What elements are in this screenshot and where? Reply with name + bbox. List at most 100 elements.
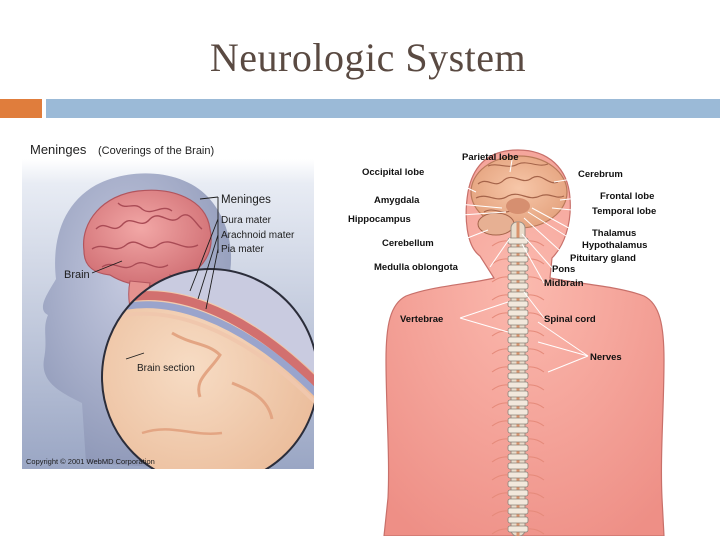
label-pons: Pons [552,264,575,275]
label-pia-mater: Pia mater [221,244,264,255]
nervous-system-svg: Parietal lobe Occipital lobe Cerebrum Am… [348,149,665,536]
vertebra [507,309,529,317]
nerve-branch [491,528,509,535]
nerve-branch [491,366,509,373]
label-arachnoid-mater: Arachnoid mater [221,230,295,241]
vertebra [507,480,529,488]
meninges-subheading: (Coverings of the Brain) [98,145,214,157]
label-vertebrae: Vertebrae [400,314,443,325]
nerve-branch [491,492,509,499]
nerve-branch [491,258,509,265]
nerve-branch [491,330,509,337]
nerve-branch [527,294,545,301]
vertebra [507,435,529,443]
label-nerves: Nerves [590,352,622,363]
nerve-branch [527,456,545,463]
vertebra [507,372,529,380]
nerve-branch [491,474,509,481]
vertebra [507,507,529,515]
vertebra [507,516,529,524]
nervous-system-illustration: Parietal lobe Occipital lobe Cerebrum Am… [342,146,692,536]
vertebra [507,336,529,344]
nerve-branch [491,510,509,517]
vertebra [507,300,529,308]
nerve-branch [491,420,509,427]
label-frontal-lobe: Frontal lobe [600,191,654,202]
label-cerebrum: Cerebrum [578,169,623,180]
accent-bar-blue [46,99,720,118]
label-parietal-lobe: Parietal lobe [462,152,519,163]
vertebra [507,246,529,254]
label-occipital-lobe: Occipital lobe [362,167,424,178]
vertebra [507,282,529,290]
nerve-branch [527,438,545,445]
vertebra [507,264,529,272]
label-meninges: Meninges [221,194,271,206]
vertebra [507,525,529,533]
vertebra [507,462,529,470]
nerve-branch [491,456,509,463]
nerve-branch [491,240,509,247]
nerve-branch [491,312,509,319]
label-temporal-lobe: Temporal lobe [592,206,656,217]
nerve-branch [491,384,509,391]
label-brain: Brain [64,269,90,281]
label-medulla-oblongota: Medulla oblongota [374,262,459,273]
nerve-branch [527,366,545,373]
meninges-leader-lines [91,196,219,360]
nerve-branch [491,402,509,409]
vertebra [507,417,529,425]
vertebra [507,426,529,434]
nerve-branch [527,402,545,409]
nerve-branch [527,528,545,535]
label-midbrain: Midbrain [544,278,584,289]
nerve-branch [491,294,509,301]
vertebra [507,498,529,506]
vertebra [507,327,529,335]
nerve-branch [491,276,509,283]
vertebra [507,255,529,263]
label-amygdala: Amygdala [374,195,420,206]
meninges-svg: Meninges (Coverings of the Brain) Mening… [22,142,314,469]
nerve-branch [527,258,545,265]
label-thalamus: Thalamus [592,228,636,239]
label-pituitary-gland: Pituitary gland [570,253,636,264]
vertebra [507,399,529,407]
vertebra [507,363,529,371]
copyright-text: Copyright © 2001 WebMD Corporation [26,457,155,466]
vertebra [507,408,529,416]
nerve-branch [527,420,545,427]
nerve-branch [491,348,509,355]
vertebra [507,444,529,452]
label-brain-section: Brain section [137,363,195,374]
label-hippocampus: Hippocampus [348,214,411,225]
label-dura-mater: Dura mater [221,215,272,226]
label-cerebellum: Cerebellum [382,238,434,249]
label-spinal-cord: Spinal cord [544,314,596,325]
nerve-branch [491,438,509,445]
nerve-branch [527,348,545,355]
meninges-illustration: Meninges (Coverings of the Brain) Mening… [22,133,314,469]
slide-title: Neurologic System [209,35,527,80]
vertebra [507,237,529,245]
vertebra [507,453,529,461]
label-hypothalamus: Hypothalamus [582,240,647,251]
vertebra [507,489,529,497]
nerve-branch [527,240,545,247]
cns-leader-lines [431,159,599,373]
vertebra [507,354,529,362]
nerve-branch [527,492,545,499]
vertebra [507,318,529,326]
vertebra [507,273,529,281]
nerve-branch [527,510,545,517]
vertebra [507,471,529,479]
meninges-heading: Meninges [30,142,87,157]
vertebrae-group [491,237,545,535]
vertebra [507,345,529,353]
vertebra [507,381,529,389]
vertebra [507,390,529,398]
nerve-branch [527,330,545,337]
nerve-branch [527,384,545,391]
accent-bar-orange [0,99,42,118]
nerve-branch [527,474,545,481]
